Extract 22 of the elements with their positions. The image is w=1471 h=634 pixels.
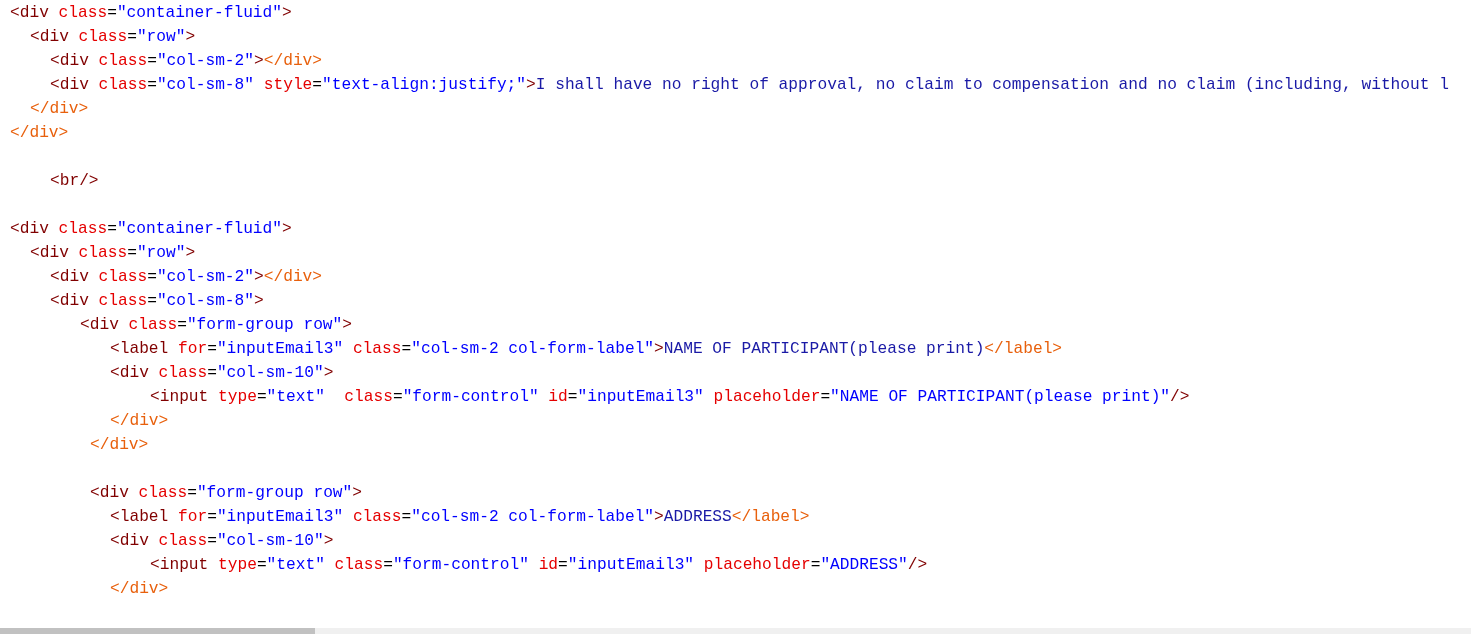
code-line: <input type="text" class="form-control" id="inputEmail3" placeholder="ADDRESS"/> xyxy=(150,555,928,575)
code-line: <div class="row"> xyxy=(30,243,196,263)
code-line: <div class="col-sm-10"> xyxy=(110,531,334,551)
code-line: <div class="row"> xyxy=(30,27,196,47)
code-line: <label for="inputEmail3" class="col-sm-2 col-form-label">NAME OF PARTICIPANT(please print)</label> xyxy=(110,339,1063,359)
code-line: <div class="col-sm-10"> xyxy=(110,363,334,383)
code-line: <div class="col-sm-8" style="text-align:justify;">I shall have no right of approval, no claim to compensation and no claim (including, without l xyxy=(50,75,1449,95)
code-line: </div> xyxy=(110,411,169,431)
code-line: <div class="container-fluid"> xyxy=(10,219,292,239)
code-line: <div class="col-sm-2"></div> xyxy=(50,51,323,71)
code-line: <div class="form-group row"> xyxy=(80,315,353,335)
code-line: <input type="text" class="form-control" id="inputEmail3" placeholder="NAME OF PARTICIPANT(please print)"/> xyxy=(150,387,1190,407)
code-line: </div> xyxy=(10,123,69,143)
code-line: <br/> xyxy=(50,171,99,191)
code-line: <div class="form-group row"> xyxy=(90,483,363,503)
code-line: </div> xyxy=(110,579,169,599)
code-line: <div class="col-sm-8"> xyxy=(50,291,264,311)
code-line: <div class="container-fluid"> xyxy=(10,3,292,23)
code-line: <label for="inputEmail3" class="col-sm-2 col-form-label">ADDRESS</label> xyxy=(110,507,810,527)
code-line: </div> xyxy=(90,435,149,455)
code-line: </div> xyxy=(30,99,89,119)
code-line: <div class="col-sm-2"></div> xyxy=(50,267,323,287)
